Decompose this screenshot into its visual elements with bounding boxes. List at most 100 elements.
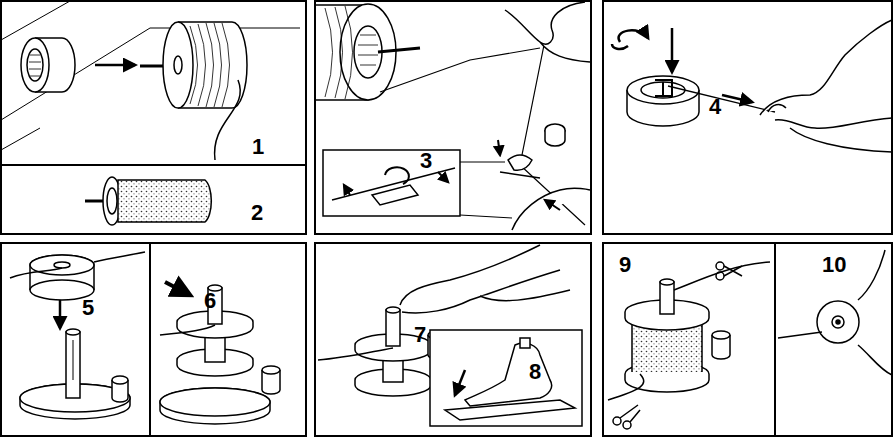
callout-number: 2 (251, 202, 263, 224)
callout-number: 4 (709, 96, 721, 118)
spool-cap (21, 38, 75, 92)
arrow-line (545, 200, 560, 210)
thread-spool-path (358, 35, 378, 65)
thread-spool-ellipse (163, 22, 193, 108)
arrow (671, 28, 674, 72)
detail-inset-path (465, 343, 552, 406)
panel-frames-rect (603, 243, 892, 436)
callout-number: 7 (414, 324, 426, 346)
bobbin-small-path (778, 332, 822, 338)
detail-inset-path (372, 185, 418, 205)
arrow (722, 95, 752, 102)
hand-path (858, 345, 892, 375)
scissors-symbol-path (620, 405, 640, 422)
panel-frames-line (1, 164, 306, 166)
spool-on-pin-path (118, 180, 211, 222)
detail-inset-rect (323, 150, 460, 216)
detail-inset-line (460, 162, 505, 163)
detail-inset (323, 150, 512, 218)
scissors-symbol-path (724, 266, 742, 276)
bobbin-small-circle (832, 316, 844, 328)
arrow-line (165, 282, 190, 295)
machine-top-path (1, 28, 300, 120)
hand-path (402, 270, 560, 313)
thread (668, 86, 775, 112)
spool-cap-ellipse (27, 49, 43, 81)
spool-cap-ellipse (21, 38, 49, 92)
full-bobbin-ellipse (712, 331, 730, 339)
winder-spindle-path (160, 388, 270, 424)
detail-inset-line (332, 168, 455, 200)
hand-path (760, 20, 892, 115)
detail-inset-line (344, 185, 350, 195)
panel-frames-rect (1, 243, 306, 436)
callout-number: 9 (619, 254, 631, 276)
arrow-line (59, 300, 62, 328)
winder-spindle (318, 307, 446, 396)
full-bobbin-ellipse (660, 279, 674, 285)
panel-frames-rect (315, 1, 591, 234)
thread-spool-line (378, 48, 420, 52)
hand-path (505, 2, 590, 62)
panel-frames-rect (1, 1, 306, 234)
scissors-symbol (613, 262, 742, 429)
arrow-line (95, 64, 135, 67)
bobbin-ellipse (54, 262, 70, 268)
callout-number: 5 (82, 297, 94, 319)
bobbin (10, 252, 145, 300)
scissors-symbol-circle (623, 421, 631, 429)
thread-spool (140, 22, 247, 160)
detail-inset (430, 330, 582, 426)
detail-inset-line (438, 172, 448, 182)
thread-spool-path (325, 6, 353, 99)
detail-inset-path (445, 400, 575, 420)
arrow (59, 300, 62, 328)
thread-spool-path (215, 80, 241, 160)
hand (760, 20, 892, 152)
bobbin-small (778, 301, 859, 343)
hand (505, 2, 590, 230)
bobbin-small-circle (817, 301, 859, 343)
thread-guide-path (500, 172, 540, 178)
winder-spindle-line (73, 340, 74, 380)
scissors-symbol-circle (716, 262, 724, 270)
winder-spindle (160, 285, 280, 424)
hand-path (768, 105, 786, 112)
panel-frames-line (149, 243, 151, 436)
panel-frames-rect (315, 243, 591, 436)
bobbin-ellipse (627, 76, 699, 104)
thread-spool-path (190, 23, 230, 107)
callout-number: 10 (822, 254, 846, 276)
machine-top (1, 1, 300, 150)
spool-on-pin-ellipse (107, 188, 117, 214)
winder-spindle-rect (66, 332, 80, 398)
scissors-symbol-circle (613, 417, 621, 425)
thread-spool-ellipse (354, 26, 382, 78)
arrow-line (671, 28, 674, 72)
panel-frames-rect (603, 1, 892, 234)
detail-inset-rect (520, 338, 530, 348)
detail-inset-line (460, 215, 512, 218)
bobbin-path (10, 252, 145, 278)
curved-arrow-path (612, 44, 628, 49)
winder-spindle-ellipse (160, 388, 270, 416)
curved-arrow (612, 30, 648, 49)
thread-spool-ellipse (174, 56, 182, 74)
bobbin-small-circle (836, 320, 840, 324)
callout-number: 1 (252, 136, 264, 158)
winder-spindle (20, 329, 130, 419)
hand-path (775, 118, 892, 128)
curved-arrow-path (619, 30, 648, 42)
detail-inset-path (385, 167, 409, 184)
hand (400, 245, 570, 313)
bobbin-path (655, 80, 672, 96)
full-bobbin-path (608, 374, 644, 400)
arrow (95, 64, 135, 67)
hand-path (790, 128, 892, 152)
callout-number: 8 (529, 361, 541, 383)
arrow (498, 140, 560, 210)
machine-top-path (1, 128, 40, 150)
winder-spindle-path (160, 325, 215, 335)
